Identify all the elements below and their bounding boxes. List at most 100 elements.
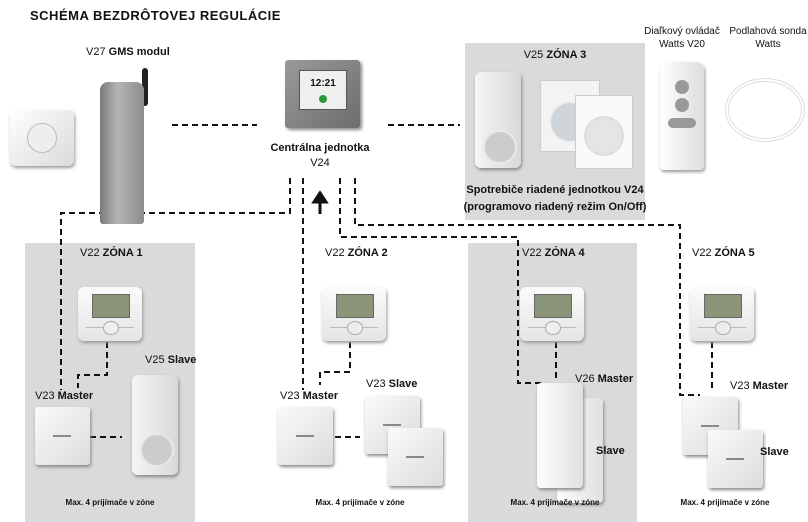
remote-label-1: Diaľkový ovládač — [644, 26, 720, 37]
zone4-label: V22 ZÓNA 4 — [522, 247, 585, 259]
diagram-title: SCHÉMA BEZDRÔTOVEJ REGULÁCIE — [30, 8, 281, 23]
washer-image — [575, 95, 633, 169]
central-clock: 12:21 — [310, 78, 336, 89]
central-unit-image: 12:21 — [285, 60, 360, 128]
zone1-slave-plug-image — [132, 375, 178, 475]
zone2-code: V22 — [325, 247, 345, 259]
zone1-master-label: V23 Master — [35, 390, 93, 402]
zone4-code: V22 — [522, 247, 542, 259]
socket-outlet-icon — [27, 123, 57, 153]
link-zone2-thermo-master — [319, 342, 351, 385]
zone1-slave-label: V25 Slave — [145, 354, 196, 366]
indicator — [53, 435, 71, 437]
central-screen: 12:21 — [299, 70, 347, 110]
dial-button-icon — [347, 321, 363, 335]
zone1-thermostat-image — [78, 287, 142, 341]
zone1-label: V22 ZÓNA 1 — [80, 247, 143, 259]
status-led-icon — [319, 95, 327, 103]
zone2-master: Master — [302, 390, 339, 402]
lcd-screen — [704, 294, 742, 318]
zone5-slave-label: Slave — [760, 446, 789, 458]
zone4-master-actuator-image — [537, 383, 583, 488]
zone2-slave-code: V23 — [366, 378, 386, 390]
remote-up-button-icon — [675, 80, 689, 94]
zone5-footer: Max. 4 prijímače v zóne — [680, 498, 770, 507]
zone1-slave: Slave — [167, 354, 197, 366]
zone3-plug-receiver-image — [475, 72, 521, 168]
indicator — [726, 458, 744, 460]
zone3-label: V25 ZÓNA 3 — [524, 49, 587, 61]
zone3-name: ZÓNA 3 — [546, 49, 587, 61]
probe-label-1: Podlahová sonda — [729, 26, 807, 37]
zone4-master: Master — [597, 373, 634, 385]
wall-socket-image — [10, 110, 74, 166]
zone2-slave-receiver-image-2 — [388, 428, 443, 486]
remote-down-button-icon — [675, 98, 689, 112]
zone4-master-label: V26 Master — [575, 373, 633, 385]
zone1-master-code: V23 — [35, 390, 55, 402]
zone5-label: V22 ZÓNA 5 — [692, 247, 755, 259]
zone3-code: V25 — [523, 49, 544, 61]
zone1-footer: Max. 4 prijímače v zóne — [65, 498, 155, 507]
zone1-master-receiver-image — [35, 407, 90, 465]
zone2-master-code: V23 — [280, 390, 300, 402]
gsm-label: V27 GMS modul — [86, 46, 170, 58]
link-central-zone5 — [354, 178, 700, 396]
link-zone1-thermo-master — [77, 342, 108, 388]
zone2-master-receiver-image — [278, 407, 333, 465]
arrow-up-icon — [311, 190, 329, 214]
zone1-master: Master — [57, 390, 94, 402]
indicator — [383, 424, 401, 426]
link-central-zone4 — [339, 178, 545, 384]
zone4-thermostat-image — [520, 287, 584, 341]
zone3-caption-2: (programovo riadený režim On/Off) — [463, 201, 647, 213]
remote-label-2: Watts V20 — [659, 39, 705, 50]
zone2-label: V22 ZÓNA 2 — [325, 247, 388, 259]
zone2-footer: Max. 4 prijímače v zóne — [315, 498, 405, 507]
zone5-master-code: V23 — [730, 380, 750, 392]
zone2-slave-label: V23 Slave — [366, 378, 417, 390]
zone2-name: ZÓNA 2 — [347, 247, 388, 259]
zone5-master-label: V23 Master — [730, 380, 788, 392]
central-code: V24 — [310, 157, 330, 169]
lcd-screen — [92, 294, 130, 318]
central-name: Centrálna jednotka — [270, 142, 370, 154]
lcd-screen — [336, 294, 374, 318]
zone1-name: ZÓNA 1 — [102, 247, 143, 259]
socket-icon — [483, 130, 517, 164]
zone2-master-label: V23 Master — [280, 390, 338, 402]
zone5-name: ZÓNA 5 — [714, 247, 755, 259]
gsm-antenna — [142, 68, 148, 106]
zone2-slave: Slave — [388, 378, 418, 390]
indicator — [406, 456, 424, 458]
zone4-slave-label: Slave — [596, 445, 625, 457]
socket-icon — [140, 433, 174, 467]
probe-label-2: Watts — [755, 39, 781, 50]
dial-button-icon — [545, 321, 561, 335]
zone5-master: Master — [752, 380, 789, 392]
remote-wide-button-icon — [668, 118, 696, 128]
indicator — [701, 425, 719, 427]
gsm-name: GMS modul — [108, 46, 170, 58]
zone4-footer: Max. 4 prijímače v zóne — [510, 498, 600, 507]
zone5-slave-receiver-image — [708, 430, 763, 488]
washer-door-icon — [584, 116, 624, 156]
indicator — [296, 435, 314, 437]
gsm-code: V27 — [86, 46, 106, 58]
zone5-thermostat-image — [690, 287, 754, 341]
dial-button-icon — [715, 321, 731, 335]
zone5-code: V22 — [692, 247, 712, 259]
zone1-slave-code: V25 — [145, 354, 165, 366]
gsm-module-image — [100, 82, 144, 224]
zone3-caption-1: Spotrebiče riadené jednotkou V24 — [466, 184, 644, 196]
zone4-name: ZÓNA 4 — [544, 247, 585, 259]
lcd-screen — [534, 294, 572, 318]
zone2-thermostat-image — [322, 287, 386, 341]
link-central-zone1 — [60, 178, 291, 390]
dial-button-icon — [103, 321, 119, 335]
zone1-code: V22 — [80, 247, 100, 259]
floor-probe-image — [725, 78, 805, 142]
zone4-master-code: V26 — [575, 373, 595, 385]
remote-control-image — [660, 62, 704, 170]
